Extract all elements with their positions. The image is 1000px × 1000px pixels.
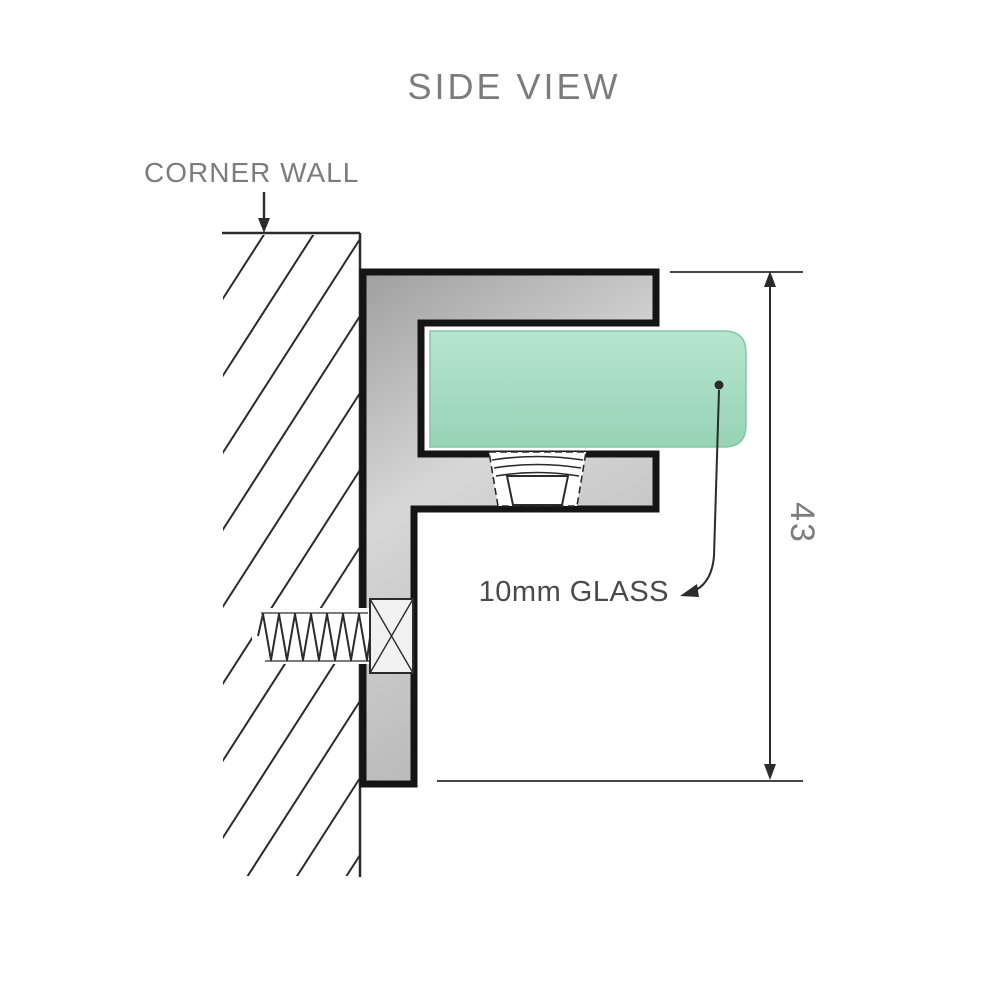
seal-gasket [488, 451, 587, 507]
glass-panel [429, 330, 747, 448]
screw-thread [257, 613, 373, 661]
screw-head [369, 598, 414, 674]
corner-wall-label: CORNER WALL [144, 157, 359, 188]
bracket-profile [359, 268, 660, 788]
dimension-arrow-top [764, 271, 776, 287]
dimension-label: 43 [783, 502, 821, 544]
glass-label: 10mm GLASS [479, 576, 669, 608]
glass-leader-arrowhead [680, 584, 699, 597]
dimension-arrow-bottom [764, 764, 776, 780]
glass-leader-dot [714, 380, 724, 390]
glass-leader-line [695, 389, 720, 591]
diagram-title: SIDE VIEW [407, 66, 620, 107]
corner-wall-arrow [258, 192, 270, 233]
wall-hatching [223, 235, 359, 876]
dimension-43: 43 [437, 271, 821, 782]
screw [252, 598, 414, 674]
glass-leader: 10mm GLASS [479, 380, 724, 608]
